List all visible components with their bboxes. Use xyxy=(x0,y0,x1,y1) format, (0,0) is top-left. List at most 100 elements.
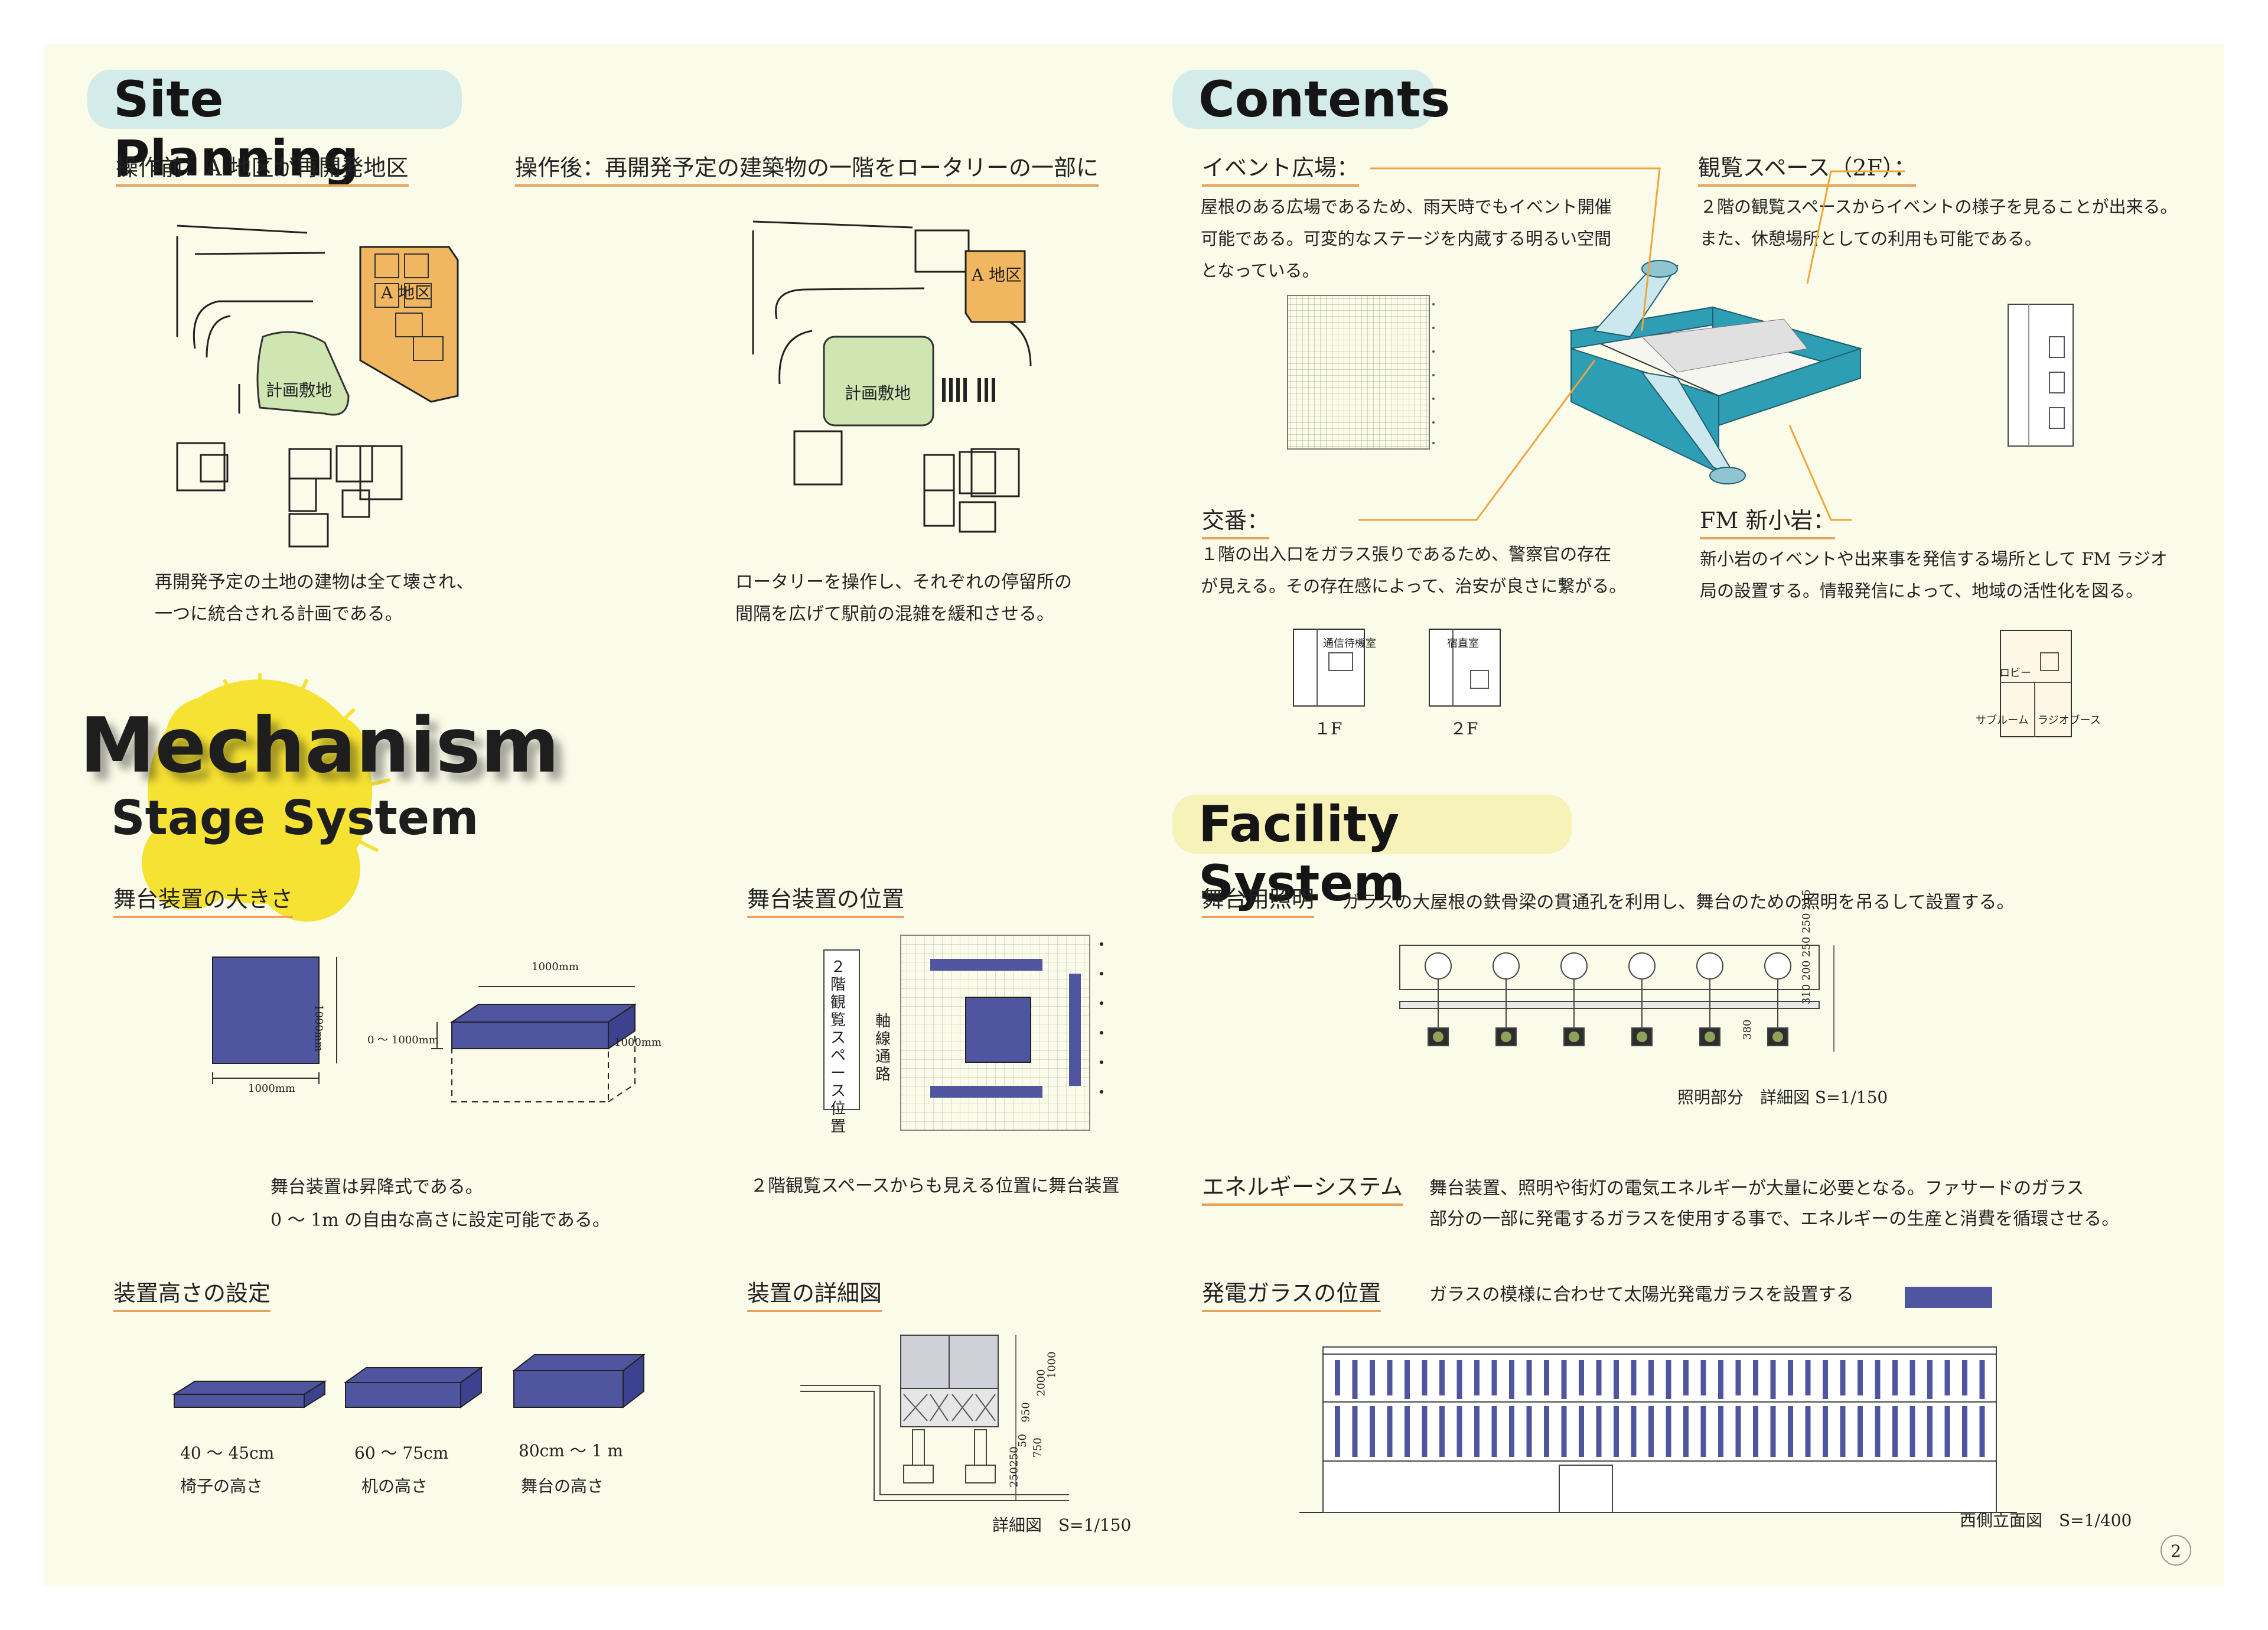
solar-glass-panel xyxy=(1823,1406,1828,1457)
solar-glass-panel xyxy=(1979,1406,1985,1457)
site-map-before: A 地区 計画敷地 xyxy=(176,225,459,548)
solar-glass-panel xyxy=(1909,1406,1915,1457)
solar-glass-panel xyxy=(1544,1406,1549,1457)
solar-glass-panel xyxy=(1561,1406,1567,1457)
west-elevation xyxy=(1299,1346,2017,1513)
solar-glass-panel xyxy=(1788,1360,1793,1395)
device-detail-drawing xyxy=(800,1335,1069,1501)
stage-size-diagram xyxy=(212,956,637,1102)
koban-line-2: が見える。その存在感によって、治安が良さに繋がる。 xyxy=(1201,576,1627,596)
stage-position-plan xyxy=(823,935,1103,1131)
solar-glass-panel xyxy=(1753,1360,1758,1395)
solar-glass-panel xyxy=(1439,1360,1445,1395)
height-range-1: 40 ～ 45cm xyxy=(180,1443,275,1463)
solar-glass-panel xyxy=(1892,1360,1898,1395)
site-after-desc-2: 間隔を広げて駅前の混雑を緩和させる。 xyxy=(735,604,1054,624)
solar-glass-panel xyxy=(1509,1360,1514,1399)
viewing-space-line-2: また、休憩場所としての利用も可能である。 xyxy=(1700,229,2042,249)
device-detail-caption: 詳細図 S=1/150 xyxy=(992,1515,1132,1535)
viewing-space-section xyxy=(2008,304,2074,447)
stage-position-heading: 舞台装置の位置 xyxy=(747,884,905,918)
solar-glass-panel xyxy=(1422,1406,1428,1457)
solar-glass-panel xyxy=(1596,1406,1602,1457)
detail-dim-1: 1000 xyxy=(1045,1351,1058,1379)
koban-line-1: １階の出入口をガラス張りであるため、警察官の存在 xyxy=(1201,544,1612,564)
solar-glass-panel xyxy=(1474,1406,1480,1457)
fm-room-lobby: ロビー xyxy=(1999,667,2031,679)
solar-glass-panel xyxy=(1927,1360,1933,1399)
solar-glass-panel xyxy=(1683,1360,1689,1395)
solar-glass-panel xyxy=(1405,1360,1410,1399)
solar-glass-panel xyxy=(1544,1360,1549,1395)
facility-system-title: Facility System xyxy=(1172,795,1572,912)
solar-glass-panel xyxy=(1718,1406,1723,1457)
solar-glass-panel xyxy=(1579,1406,1584,1457)
dim-width: 1000mm xyxy=(248,1082,295,1095)
solar-glass-panel xyxy=(1979,1360,1985,1399)
solar-glass-panel xyxy=(1631,1360,1637,1395)
solar-glass-panel xyxy=(1666,1406,1671,1457)
solar-glass-panel xyxy=(1962,1360,1967,1395)
label-viewing-space: ２階観覧スペース位置 xyxy=(830,958,846,1136)
solar-glass-panel xyxy=(1718,1360,1723,1399)
detail-dim-6: 750 xyxy=(1031,1437,1044,1458)
solar-glass-panel xyxy=(1805,1406,1811,1457)
solar-glass-panel xyxy=(1753,1406,1758,1457)
solar-glass-panel xyxy=(1335,1406,1340,1457)
event-plaza-heading: イベント広場： xyxy=(1202,152,1360,187)
solar-glass-panel xyxy=(1474,1360,1480,1395)
stage-size-desc-1: 舞台装置は昇降式である。 xyxy=(271,1177,483,1198)
solar-glass-panel xyxy=(1875,1360,1881,1399)
solar-glass-panel xyxy=(1422,1360,1428,1395)
solar-glass-panel xyxy=(1962,1406,1967,1457)
solar-glass-panel xyxy=(1405,1406,1410,1457)
lighting-dim-side: 380 xyxy=(1741,1019,1754,1040)
viewing-space-line-1: ２階の観覧スペースからイベントの様子を見ることが出来る。 xyxy=(1700,197,2178,217)
solar-glass-panel xyxy=(1352,1360,1358,1399)
dim-lift: 0 ～ 1000mm xyxy=(367,1034,439,1046)
solar-glass-panel xyxy=(1858,1360,1863,1395)
lighting-dims: 310 200 250 250 215 xyxy=(1800,889,1813,1004)
mechanism-splash xyxy=(142,674,390,922)
event-plaza-plan xyxy=(1287,295,1435,450)
solar-glass-panel xyxy=(1456,1360,1462,1399)
detail-dim-5: 250 xyxy=(1008,1446,1021,1467)
solar-glass-panel xyxy=(1631,1406,1637,1457)
callout-lines xyxy=(1358,167,1905,521)
fm-room-booth: ラジオブース xyxy=(2038,714,2101,727)
solar-glass-panel xyxy=(1805,1360,1811,1395)
event-plaza-line-3: となっている。 xyxy=(1201,261,1319,281)
solar-glass-panel xyxy=(1370,1360,1375,1395)
height-label-3: 舞台の高さ xyxy=(521,1476,604,1496)
solar-glass-panel xyxy=(1352,1406,1358,1457)
fm-plan xyxy=(2000,630,2072,737)
fm-line-1: 新小岩のイベントや出来事を発信する場所として FM ラジオ xyxy=(1700,549,2168,569)
solar-glass-panel xyxy=(1614,1406,1619,1457)
elevation-caption: 西側立面図 S=1/400 xyxy=(1960,1511,2132,1530)
detail-dim-7: 250 xyxy=(1008,1467,1021,1488)
site-before-area-a: A 地区 xyxy=(380,283,431,302)
solar-glass-panel xyxy=(1735,1360,1741,1395)
solar-glass-panel xyxy=(1735,1406,1741,1457)
device-detail-heading: 装置の詳細図 xyxy=(747,1278,882,1312)
site-before-desc-1: 再開発予定の土地の建物は全て壊され、 xyxy=(155,572,474,593)
dim-top: 1000mm xyxy=(532,961,579,973)
solar-glass-panel xyxy=(1788,1406,1793,1457)
solar-glass-panel xyxy=(1579,1360,1584,1395)
solar-glass-panel xyxy=(1700,1406,1706,1457)
solar-glass-panel xyxy=(1387,1406,1393,1457)
solar-glass-panel xyxy=(1927,1406,1933,1457)
solar-glass-panel xyxy=(1561,1360,1567,1399)
viewing-space-heading: 観覧スペース（2F）： xyxy=(1698,152,1916,187)
solar-glass-panel xyxy=(1387,1360,1393,1395)
solar-glass-panel xyxy=(1491,1360,1497,1395)
site-after-heading: 操作後：再開発予定の建築物の一階をロータリーの一部に xyxy=(515,152,1099,187)
solar-glass-panel xyxy=(1892,1406,1898,1457)
solar-glass-panel xyxy=(1683,1406,1689,1457)
solar-glass-panel xyxy=(1770,1406,1776,1457)
solar-glass-panel xyxy=(1840,1406,1846,1457)
koban-floor-1: １F xyxy=(1314,719,1342,738)
solar-glass-legend-swatch xyxy=(1905,1287,1992,1308)
height-label-1: 椅子の高さ xyxy=(180,1476,263,1496)
stage-size-desc-2: 0 ～ 1m の自由な高さに設定可能である。 xyxy=(271,1210,610,1231)
